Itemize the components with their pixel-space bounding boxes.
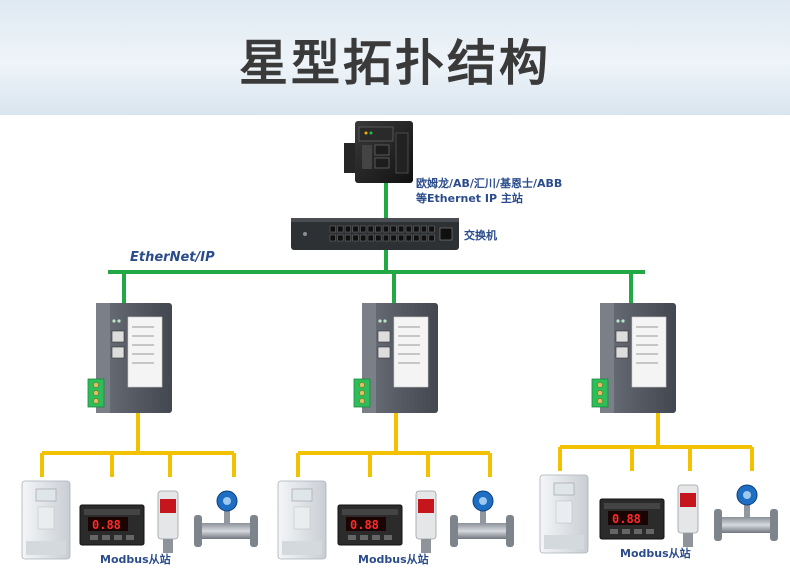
master-label-line-1: 欧姆龙/AB/汇川/基恩士/ABB [416,176,562,190]
switch-port [344,225,351,233]
switch-port [390,225,397,233]
switch-port [413,225,420,233]
switch-port [329,234,336,242]
gateway-device-3 [591,303,676,413]
switch-port [375,225,382,233]
meter-readout: 0.88 [612,512,641,526]
flow-meter-device [714,484,778,541]
modbus-slaves-label-2: Modbus从站 [358,552,429,566]
pressure-transmitter-device [677,484,699,547]
gateway-label-sticker [393,316,429,388]
switch-port [420,234,427,242]
rj45-port [111,330,125,343]
switch-port [428,225,435,233]
modbus-links [40,413,754,477]
pressure-transmitter-device [415,490,437,553]
switch-port [420,225,427,233]
switch-port [382,234,389,242]
switch-port [337,225,344,233]
panel-meter-device: 0.88 [599,498,665,540]
rj45-port [615,330,629,343]
ethernet-links [108,183,645,308]
panel-meter-device: 0.88 [337,504,403,546]
page-title: 星型拓扑结构 [238,35,551,92]
rj45-port [377,330,391,343]
gateway-device-1 [87,303,172,413]
rj45-port [615,346,629,359]
pressure-transmitter-device [157,490,179,553]
flow-meter-device [450,490,514,547]
switch-port [375,234,382,242]
switch-port [382,225,389,233]
switch-port [405,234,412,242]
switch-port [367,234,374,242]
switch-port [337,234,344,242]
switch-uplink-port [439,227,453,241]
switch-port [329,225,336,233]
vfd-device [21,480,71,560]
vfd-device [277,480,327,560]
topology-diagram: 欧姆龙/AB/汇川/基恩士/ABB 等Ethernet IP 主站 交换机 Et… [0,115,790,583]
switch-port [428,234,435,242]
switch-port [352,225,359,233]
master-label-line-2: 等Ethernet IP 主站 [415,191,523,205]
meter-readout: 0.88 [350,518,379,532]
modbus-slaves-label-3: Modbus从站 [620,546,691,560]
meter-readout: 0.88 [92,518,121,532]
rj45-port [111,346,125,359]
switch-port [405,225,412,233]
switch-port [398,234,405,242]
switch-port [390,234,397,242]
switch-label: 交换机 [464,228,497,242]
vfd-device [539,474,589,554]
master-plc-device [344,121,413,183]
switch-port [413,234,420,242]
ethernet-switch-device [291,218,459,250]
gateway-label-sticker [631,316,667,388]
gateway-device-2 [353,303,438,413]
switch-port [367,225,374,233]
switch-port [360,234,367,242]
modbus-slaves-label-1: Modbus从站 [100,552,171,566]
ethernet-ip-logo: EtherNet/IP [130,250,215,265]
switch-port [352,234,359,242]
header-banner: 星型拓扑结构 [0,0,790,115]
flow-meter-device [194,490,258,547]
topology-svg: 欧姆龙/AB/汇川/基恩士/ABB 等Ethernet IP 主站 交换机 Et… [21,121,778,566]
panel-meter-device: 0.88 [79,504,145,546]
rj45-port [377,346,391,359]
switch-port [360,225,367,233]
gateway-label-sticker [127,316,163,388]
switch-port [344,234,351,242]
switch-port [398,225,405,233]
